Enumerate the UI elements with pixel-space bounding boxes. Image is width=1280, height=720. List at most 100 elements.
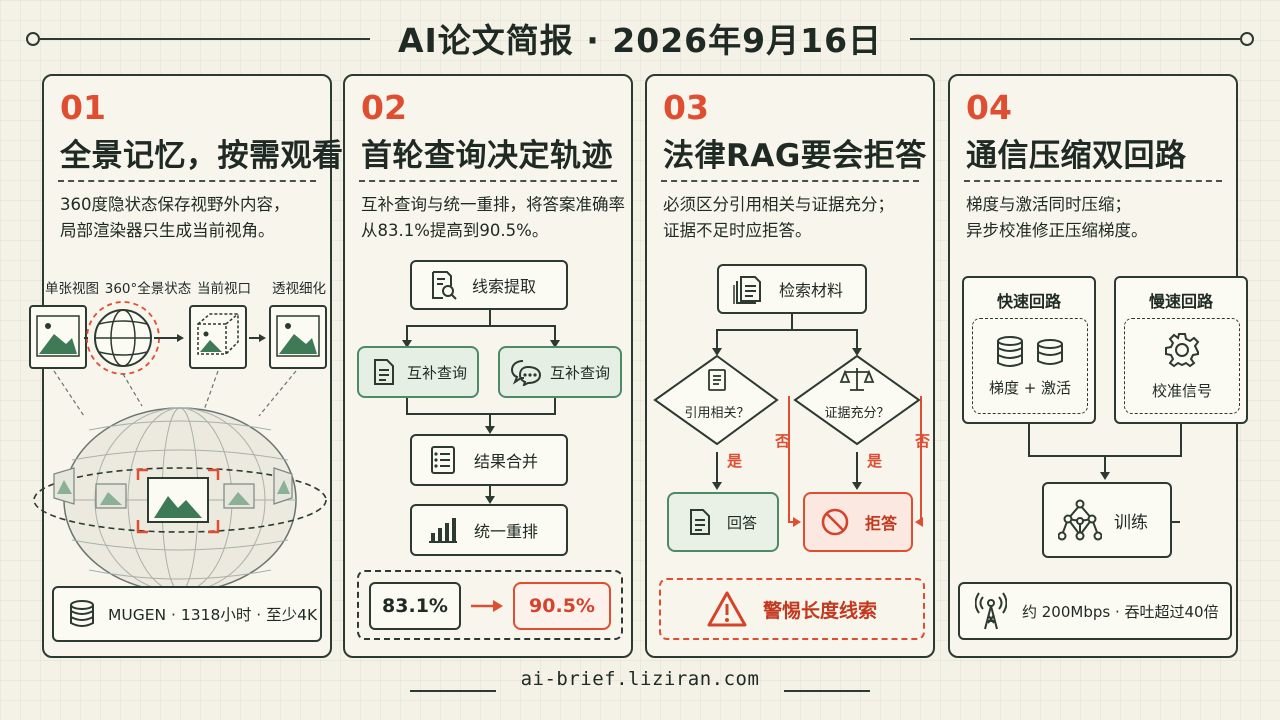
panel-description: 360度隐状态保存视野外内容， 局部渲染器只生成当前视角。 [60, 192, 320, 244]
warning-box: 警惕长度线索 [659, 578, 925, 640]
panel-01: 01 全景记忆，按需观看 360度隐状态保存视野外内容， 局部渲染器只生成当前视… [29, 74, 343, 658]
complementary-query-node-b: 互补查询 [498, 346, 622, 398]
description-line: 从83.1%提高到90.5%。 [361, 221, 549, 240]
dataset-summary-box: MUGEN · 1318小时 · 至少4K [52, 586, 322, 642]
step-label-panorama-state: 360°全景状态 [104, 281, 192, 297]
title-right-rule [910, 38, 1240, 40]
refuse-node: 拒答 [803, 492, 913, 552]
panel-number: 04 [966, 88, 1012, 127]
bandwidth-summary-box: 约 200Mbps · 吞吐超过40倍 [958, 582, 1232, 640]
stacked-documents-icon [731, 273, 765, 305]
panel-title: 首轮查询决定轨迹 [361, 138, 613, 174]
panel-description: 必须区分引用相关与证据充分； 证据不足时应拒答。 [663, 192, 923, 244]
node-label: 互补查询 [407, 363, 468, 382]
step-label-current-viewport: 当前视口 [197, 281, 251, 297]
panel-title: 全景记忆，按需观看 [60, 138, 344, 174]
gear-icon [1164, 332, 1200, 372]
slow-loop-title: 慢速回路 [1148, 292, 1213, 311]
panel-number: 01 [60, 88, 106, 127]
divider [58, 180, 316, 182]
no-label: 否 [915, 432, 931, 450]
accuracy-after-value: 90.5% [529, 595, 595, 617]
answer-node: 回答 [667, 492, 779, 552]
title-right-dot [1240, 32, 1254, 46]
chat-bubble-icon [510, 357, 542, 387]
accuracy-before: 83.1% [369, 582, 461, 630]
diamond-relevance [653, 354, 779, 446]
legal-rag-flow [653, 314, 923, 527]
description-line: 360度隐状态保存视野外内容， [60, 195, 290, 214]
description-line: 异步校准修正压缩梯度。 [966, 221, 1148, 240]
question-sufficient: 证据充分？ [824, 406, 890, 421]
refined-image-icon [269, 305, 327, 369]
footer-url[interactable]: ai-brief.liziran.com [520, 668, 760, 690]
fast-loop-label: 梯度 + 激活 [988, 378, 1072, 397]
panel-title: 通信压缩双回路 [966, 138, 1187, 174]
document-icon [687, 507, 713, 537]
fast-loop-box: 快速回路 [962, 276, 1096, 424]
node-label: 线索提取 [472, 277, 537, 296]
no-label: 否 [775, 432, 791, 450]
scales-icon [839, 368, 875, 391]
title-left-rule [40, 38, 370, 40]
clue-extraction-node: 线索提取 [410, 260, 568, 310]
panel-number: 02 [361, 88, 407, 127]
query-flow-connectors [402, 310, 560, 504]
description-line: 互补查询与统一重排，将答案准确率 [361, 195, 625, 214]
document-search-icon [428, 269, 458, 301]
yes-label: 是 [867, 452, 883, 470]
panel-number: 03 [663, 88, 709, 127]
page-title: AI论文简报 · 2026年9月16日 [397, 21, 883, 60]
node-label: 结果合并 [474, 452, 539, 471]
slow-loop-label: 校准信号 [1151, 381, 1212, 400]
footer-right-rule [784, 690, 870, 692]
slow-loop-inner: 校准信号 [1124, 318, 1240, 414]
retrieve-materials-node: 检索材料 [717, 264, 867, 314]
checklist-icon [428, 444, 458, 476]
database-icon [66, 598, 98, 630]
bar-chart-icon [428, 515, 458, 545]
panorama-diagram [29, 301, 327, 593]
node-label: 检索材料 [779, 281, 844, 300]
panel-description: 梯度与激活同时压缩； 异步校准修正压缩梯度。 [966, 192, 1226, 244]
warning-text: 警惕长度线索 [762, 599, 877, 622]
slow-loop-box: 慢速回路 [1114, 276, 1248, 424]
node-label: 拒答 [865, 514, 898, 533]
accuracy-comparison [357, 570, 623, 640]
accuracy-after: 90.5% [513, 582, 611, 630]
description-line: 必须区分引用相关与证据充分； [663, 195, 894, 214]
complementary-query-node-a: 互补查询 [357, 346, 479, 398]
node-label: 互补查询 [550, 363, 611, 382]
accuracy-before-value: 83.1% [382, 595, 448, 617]
step-label-perspective-refine: 透视细化 [272, 281, 326, 297]
step-label-single-view: 单张视图 [45, 281, 99, 297]
viewport-cube-icon [189, 305, 247, 369]
description-line: 证据不足时应拒答。 [663, 221, 812, 240]
divider [964, 180, 1222, 182]
database-icon [995, 335, 1065, 369]
yes-label: 是 [727, 452, 743, 470]
title-left-dot [26, 32, 40, 46]
node-label: 训练 [1114, 512, 1148, 533]
image-icon [29, 305, 87, 369]
prohibited-icon [819, 506, 851, 538]
fast-loop-title: 快速回路 [996, 292, 1061, 311]
network-graph-icon [1058, 498, 1102, 542]
diamond-sufficiency [793, 354, 921, 446]
bandwidth-summary: 约 200Mbps · 吞吐超过40倍 [1022, 602, 1219, 621]
node-label: 回答 [727, 513, 758, 532]
arrow-icon [471, 600, 503, 612]
description-line: 梯度与激活同时压缩； [966, 195, 1131, 214]
unified-rerank-node: 统一重排 [410, 504, 568, 556]
document-icon [371, 357, 397, 387]
panel-04: 04 通信压缩双回路 梯度与激活同时压缩； 异步校准修正压缩梯度。 快速回路 梯… [948, 74, 1248, 658]
divider [661, 180, 919, 182]
training-node: 训练 [1042, 482, 1172, 558]
loop-connectors [1028, 424, 1182, 527]
warning-triangle-icon [707, 591, 747, 627]
document-icon [708, 369, 726, 391]
arrow-icon [84, 334, 266, 342]
panel-03: 03 法律RAG要会拒答 必须区分引用相关与证据充分； 证据不足时应拒答。 [645, 74, 935, 658]
panorama-sphere [33, 407, 327, 593]
question-relevant: 引用相关？ [684, 406, 750, 421]
